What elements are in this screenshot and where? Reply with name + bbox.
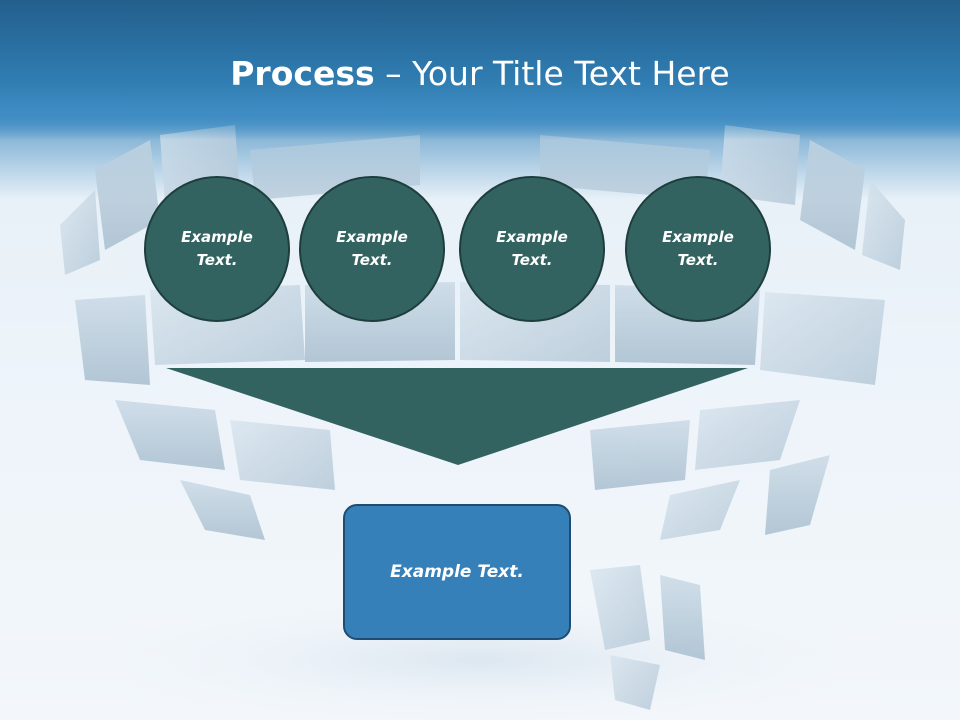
- process-circle-3[interactable]: Example Text.: [459, 176, 605, 322]
- process-circle-1-text: Example Text.: [181, 228, 253, 269]
- process-circle-4-text: Example Text.: [662, 228, 734, 269]
- slide-title: Process – Your Title Text Here: [0, 52, 960, 96]
- result-box-text: Example Text.: [390, 562, 524, 582]
- process-circle-4[interactable]: Example Text.: [625, 176, 771, 322]
- funnel-arrow-shape: [166, 368, 748, 465]
- title-bold: Process: [230, 54, 375, 93]
- title-rest: – Your Title Text Here: [374, 54, 730, 93]
- process-circle-2-text: Example Text.: [336, 228, 408, 269]
- title-band: [0, 0, 960, 140]
- result-box[interactable]: Example Text.: [343, 504, 571, 640]
- process-circle-3-text: Example Text.: [496, 228, 568, 269]
- process-circle-1[interactable]: Example Text.: [144, 176, 290, 322]
- process-circle-2[interactable]: Example Text.: [299, 176, 445, 322]
